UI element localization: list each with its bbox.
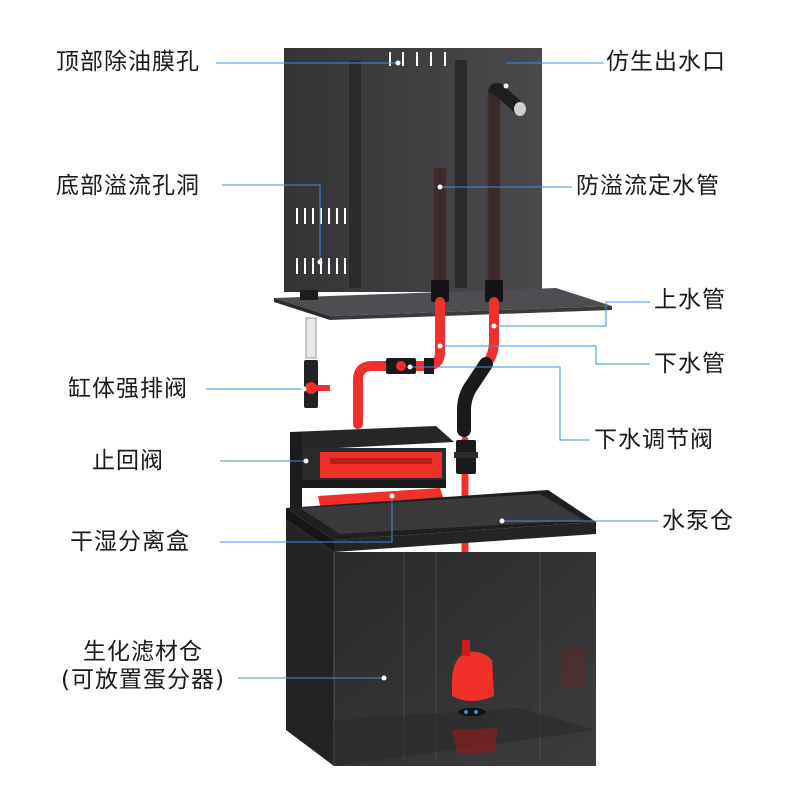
upper-tank-panel (284, 48, 542, 292)
label-bottom-overflow-holes: 底部溢流孔洞 (56, 173, 200, 199)
side-slots-lower (296, 258, 346, 274)
overflow-column-right (455, 60, 467, 288)
label-bio-filter-line2: (可放置蛋分器) (61, 667, 225, 693)
label-check-valve: 止回阀 (92, 448, 164, 474)
label-tank-drain-valve: 缸体强排阀 (68, 376, 188, 402)
label-bionic-outlet: 仿生出水口 (606, 49, 726, 75)
tank-drain-valve (304, 317, 330, 408)
label-lower-water-pipe: 下水管 (654, 351, 726, 377)
label-drain-adjust-valve: 下水调节阀 (594, 427, 714, 453)
leader-lines (206, 62, 658, 679)
top-oil-film-slots (389, 52, 446, 66)
label-dry-wet-box: 干湿分离盒 (70, 529, 190, 555)
label-pump-chamber: 水泵仓 (662, 508, 734, 534)
label-bio-filter-line1: 生化滤材仓 (83, 639, 203, 665)
label-top-oil-film-holes: 顶部除油膜孔 (56, 49, 200, 75)
drain-adjust-valve (386, 358, 416, 374)
label-upper-water-pipe: 上水管 (654, 287, 726, 313)
side-slots-upper (296, 208, 346, 224)
outlet-pipe (487, 91, 501, 289)
water-pump (451, 640, 498, 754)
label-anti-overflow-pipe: 防溢流定水管 (576, 173, 720, 199)
sump-tank (286, 490, 596, 766)
bionic-outlet-nozzle (488, 83, 526, 116)
leader-dots (301, 60, 509, 681)
overflow-column-left (349, 60, 361, 288)
